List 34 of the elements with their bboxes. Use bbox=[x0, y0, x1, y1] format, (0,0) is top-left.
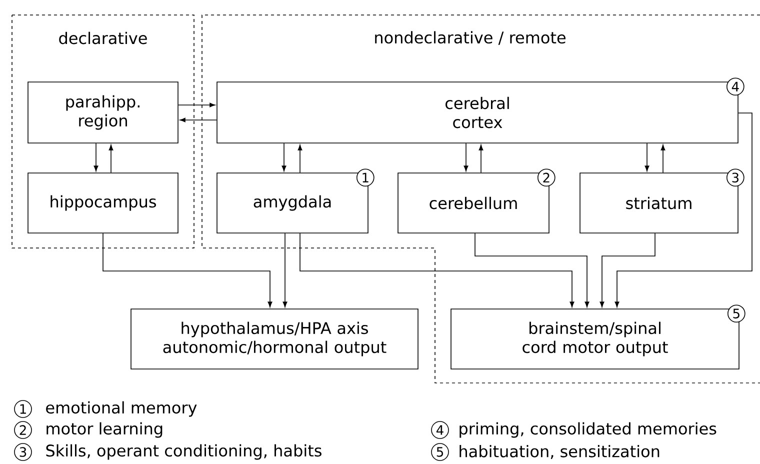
arrow bbox=[282, 143, 286, 172]
callout-number: 1 bbox=[14, 400, 32, 418]
callout-number: 4 bbox=[431, 421, 449, 439]
arrow bbox=[474, 233, 590, 308]
arrow bbox=[94, 143, 98, 172]
arrow bbox=[614, 112, 752, 308]
callout-number: 5 bbox=[728, 304, 746, 322]
legend-text: motor learning bbox=[46, 422, 162, 438]
region-box: hippocampus bbox=[28, 172, 178, 234]
region-box: hypothalamus/HPA axis autonomic/hormonal output bbox=[130, 308, 418, 370]
arrow bbox=[298, 144, 302, 173]
legend-text: Skills, operant conditioning, habits bbox=[46, 444, 322, 460]
callout-number: 1 bbox=[356, 168, 374, 186]
callout-number: 5 bbox=[431, 443, 449, 461]
legend-text: priming, consolidated memories bbox=[460, 422, 716, 438]
arrow bbox=[178, 102, 216, 108]
callout-number: 4 bbox=[726, 78, 744, 96]
region-box: parahipp. region bbox=[28, 82, 178, 144]
arrow bbox=[660, 144, 666, 173]
callout-number: 2 bbox=[538, 168, 556, 186]
arrow bbox=[180, 118, 217, 122]
arrow bbox=[300, 233, 574, 308]
arrow bbox=[282, 233, 288, 308]
arrow bbox=[102, 233, 272, 308]
callout-number: 3 bbox=[14, 443, 32, 461]
arrow bbox=[600, 233, 656, 308]
arrow bbox=[644, 143, 650, 172]
legend-text: habituation, sensitization bbox=[460, 445, 660, 460]
arrow bbox=[464, 143, 468, 172]
arrow bbox=[478, 144, 484, 173]
callout-number: 3 bbox=[726, 168, 744, 186]
callout-number: 2 bbox=[14, 421, 32, 439]
arrow bbox=[108, 144, 114, 173]
legend-text: emotional memory bbox=[46, 401, 197, 417]
